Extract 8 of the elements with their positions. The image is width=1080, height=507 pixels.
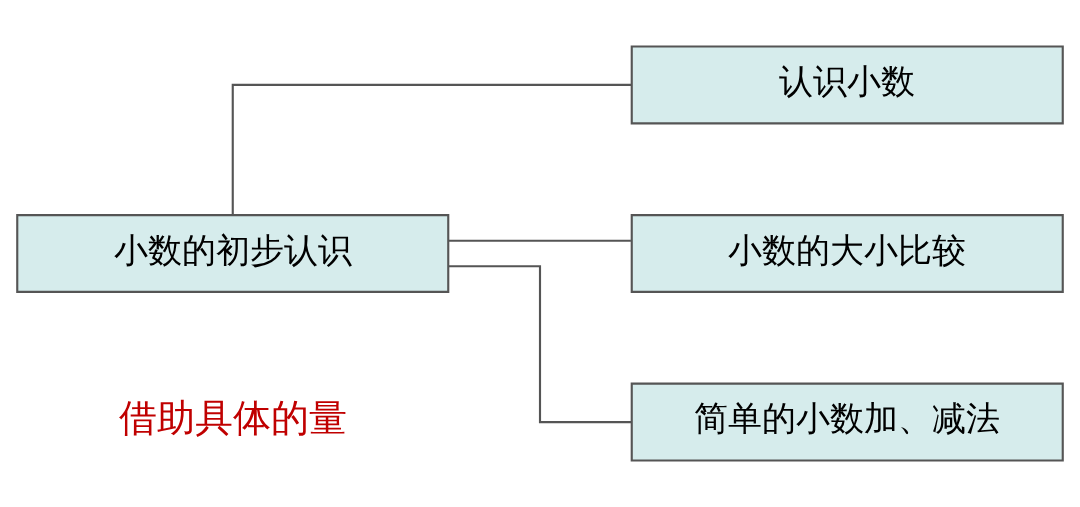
connector <box>448 265 632 424</box>
connector <box>231 83 632 215</box>
connector <box>448 239 631 242</box>
node-box: 小数的大小比较 <box>630 214 1064 293</box>
node-box: 认识小数 <box>630 45 1064 125</box>
node-box: 小数的初步认识 <box>16 214 450 293</box>
node-box: 简单的小数加、减法 <box>630 382 1064 462</box>
label: 借助具体的量 <box>118 395 347 441</box>
